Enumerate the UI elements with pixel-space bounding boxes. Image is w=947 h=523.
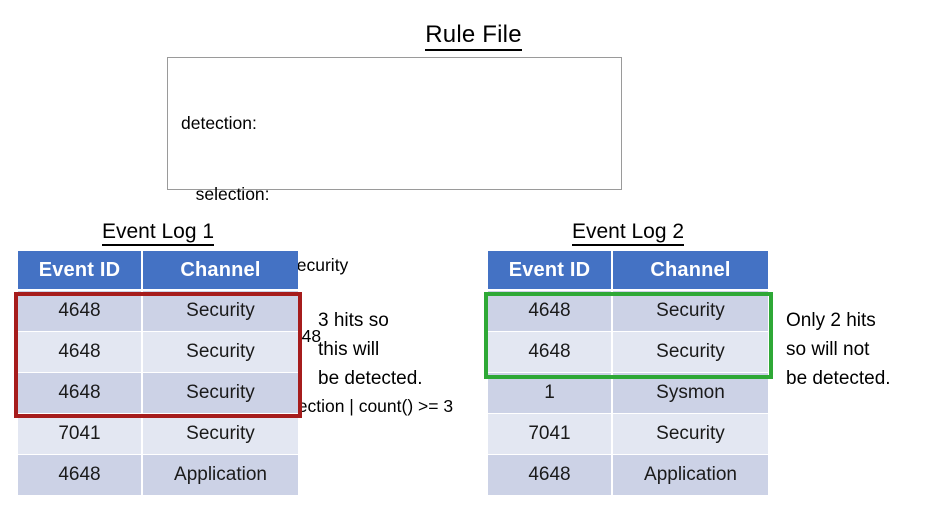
cell-channel: Security (143, 332, 298, 373)
table-row: 4648 Security (18, 373, 298, 414)
cell-channel: Application (143, 455, 298, 496)
table-row: 4648 Security (488, 332, 768, 373)
table-row: 4648 Application (18, 455, 298, 496)
event-log-2-note: Only 2 hits so will not be detected. (786, 310, 891, 389)
column-header-channel: Channel (143, 251, 298, 291)
cell-event-id: 4648 (18, 332, 143, 373)
table-row: 1 Sysmon (488, 373, 768, 414)
rule-line-detection: detection: (181, 113, 257, 134)
column-header-event-id: Event ID (18, 251, 143, 291)
rule-line-selection: selection: (181, 183, 270, 204)
cell-event-id: 7041 (488, 414, 613, 455)
cell-event-id: 7041 (18, 414, 143, 455)
event-log-2-table: Event ID Channel 4648 Security 4648 Secu… (488, 251, 768, 496)
event-log-1-block: Event Log 1 Event ID Channel 4648 Securi… (18, 218, 298, 496)
event-log-1-title: Event Log 1 (18, 218, 298, 246)
table-row: 4648 Security (18, 291, 298, 332)
cell-channel: Security (613, 332, 768, 373)
table-row: 7041 Security (18, 414, 298, 455)
cell-event-id: 4648 (488, 332, 613, 373)
cell-event-id: 4648 (18, 373, 143, 414)
event-log-2-title-text: Event Log 2 (571, 220, 685, 246)
event-log-2-block: Event Log 2 Event ID Channel 4648 Securi… (488, 218, 768, 496)
cell-channel: Security (143, 373, 298, 414)
cell-channel: Security (143, 414, 298, 455)
cell-channel: Security (613, 414, 768, 455)
event-log-1-title-text: Event Log 1 (101, 220, 215, 246)
cell-event-id: 4648 (18, 455, 143, 496)
cell-channel: Application (613, 455, 768, 496)
rule-file-title-text: Rule File (425, 21, 522, 51)
column-header-channel: Channel (613, 251, 768, 291)
rule-file-box: detection: selection: Channel: Security … (167, 57, 622, 416)
cell-event-id: 4648 (488, 455, 613, 496)
table-row: 4648 Security (488, 291, 768, 332)
event-log-1-note: 3 hits so this will be detected. (318, 310, 423, 389)
table-row: 4648 Security (18, 332, 298, 373)
cell-event-id: 4648 (18, 291, 143, 332)
cell-channel: Sysmon (613, 373, 768, 414)
cell-event-id: 1 (488, 373, 613, 414)
table-row: 4648 Application (488, 455, 768, 496)
rule-file-title: Rule File (0, 20, 947, 51)
column-header-event-id: Event ID (488, 251, 613, 291)
table-header-row: Event ID Channel (18, 251, 298, 291)
cell-channel: Security (143, 291, 298, 332)
event-log-1-table: Event ID Channel 4648 Security 4648 Secu… (18, 251, 298, 496)
table-header-row: Event ID Channel (488, 251, 768, 291)
table-row: 7041 Security (488, 414, 768, 455)
cell-channel: Security (613, 291, 768, 332)
event-log-2-title: Event Log 2 (488, 218, 768, 246)
cell-event-id: 4648 (488, 291, 613, 332)
